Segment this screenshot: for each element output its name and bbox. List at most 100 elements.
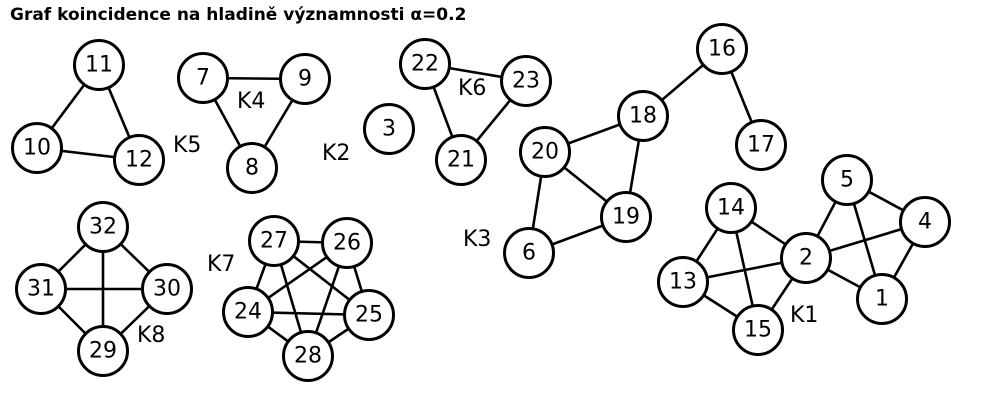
node-circle — [15, 263, 67, 315]
node-label: 1 — [875, 287, 889, 312]
node-label: 11 — [85, 53, 113, 78]
node-label: 8 — [245, 156, 259, 181]
node-circle — [503, 227, 555, 279]
node-circle — [248, 215, 300, 267]
node-16: 16 — [696, 23, 748, 75]
node-19: 19 — [600, 191, 652, 243]
node-label: 25 — [355, 303, 383, 328]
node-circle — [705, 182, 757, 234]
node-circle — [282, 330, 334, 382]
node-circle — [856, 273, 908, 325]
node-circle — [141, 263, 193, 315]
node-circle — [617, 90, 669, 142]
node-circle — [657, 256, 709, 308]
node-21: 21 — [435, 134, 487, 186]
node-label: 30 — [153, 277, 181, 302]
node-circle — [177, 52, 229, 104]
node-label: 12 — [125, 148, 153, 173]
node-circle — [696, 23, 748, 75]
node-26: 26 — [321, 217, 373, 269]
node-8: 8 — [226, 142, 278, 194]
node-label: 22 — [411, 52, 439, 77]
node-20: 20 — [519, 126, 571, 178]
node-circle — [222, 286, 274, 338]
node-label: 21 — [447, 148, 475, 173]
component-label-k8: K8 — [137, 323, 165, 348]
node-label: 17 — [747, 133, 775, 158]
node-circle — [435, 134, 487, 186]
node-label: 4 — [918, 210, 932, 235]
node-circle — [279, 53, 331, 105]
node-label: 16 — [708, 37, 736, 62]
node-22: 22 — [399, 38, 451, 90]
node-17: 17 — [735, 119, 787, 171]
node-label: 6 — [522, 241, 536, 266]
diagram-title: Graf koincidence na hladině významnosti … — [10, 5, 467, 25]
node-circle — [343, 289, 395, 341]
node-label: 31 — [27, 277, 55, 302]
node-5: 5 — [821, 154, 873, 206]
node-label: 3 — [382, 117, 396, 142]
component-label-k7: K7 — [207, 252, 235, 277]
node-13: 13 — [657, 256, 709, 308]
node-circle — [780, 232, 832, 284]
node-30: 30 — [141, 263, 193, 315]
node-32: 32 — [77, 201, 129, 253]
node-label: 28 — [294, 344, 322, 369]
node-label: 5 — [840, 168, 854, 193]
node-circle — [73, 39, 125, 91]
node-7: 7 — [177, 52, 229, 104]
node-label: 18 — [629, 104, 657, 129]
node-circle — [600, 191, 652, 243]
node-label: 26 — [333, 231, 361, 256]
node-10: 10 — [11, 122, 63, 174]
node-label: 19 — [612, 205, 640, 230]
node-24: 24 — [222, 286, 274, 338]
component-label-k5: K5 — [173, 133, 201, 158]
node-23: 23 — [500, 55, 552, 107]
node-label: 32 — [89, 215, 117, 240]
node-circle — [363, 103, 415, 155]
node-25: 25 — [343, 289, 395, 341]
node-3: 3 — [363, 103, 415, 155]
node-label: 24 — [234, 300, 262, 325]
node-circle — [821, 154, 873, 206]
node-circle — [226, 142, 278, 194]
node-circle — [321, 217, 373, 269]
node-circle — [519, 126, 571, 178]
node-label: 2 — [799, 246, 813, 271]
node-18: 18 — [617, 90, 669, 142]
node-label: 20 — [531, 140, 559, 165]
component-label-k4: K4 — [237, 89, 265, 114]
node-label: 7 — [196, 66, 210, 91]
component-label-k3: K3 — [463, 227, 491, 252]
node-29: 29 — [77, 325, 129, 377]
node-15: 15 — [732, 304, 784, 356]
node-9: 9 — [279, 53, 331, 105]
node-1: 1 — [856, 273, 908, 325]
node-label: 9 — [298, 67, 312, 92]
node-circle — [77, 325, 129, 377]
node-circle — [899, 196, 951, 248]
node-circle — [113, 134, 165, 186]
node-11: 11 — [73, 39, 125, 91]
node-circle — [399, 38, 451, 90]
component-label-k2: K2 — [322, 141, 350, 166]
node-label: 29 — [89, 339, 117, 364]
node-12: 12 — [113, 134, 165, 186]
node-label: 14 — [717, 196, 745, 221]
node-circle — [735, 119, 787, 171]
node-circle — [500, 55, 552, 107]
component-label-k6: K6 — [458, 76, 486, 101]
node-circle — [732, 304, 784, 356]
node-circle — [11, 122, 63, 174]
node-label: 13 — [669, 270, 697, 295]
node-6: 6 — [503, 227, 555, 279]
node-14: 14 — [705, 182, 757, 234]
node-2: 2 — [780, 232, 832, 284]
node-label: 10 — [23, 136, 51, 161]
node-label: 23 — [512, 69, 540, 94]
